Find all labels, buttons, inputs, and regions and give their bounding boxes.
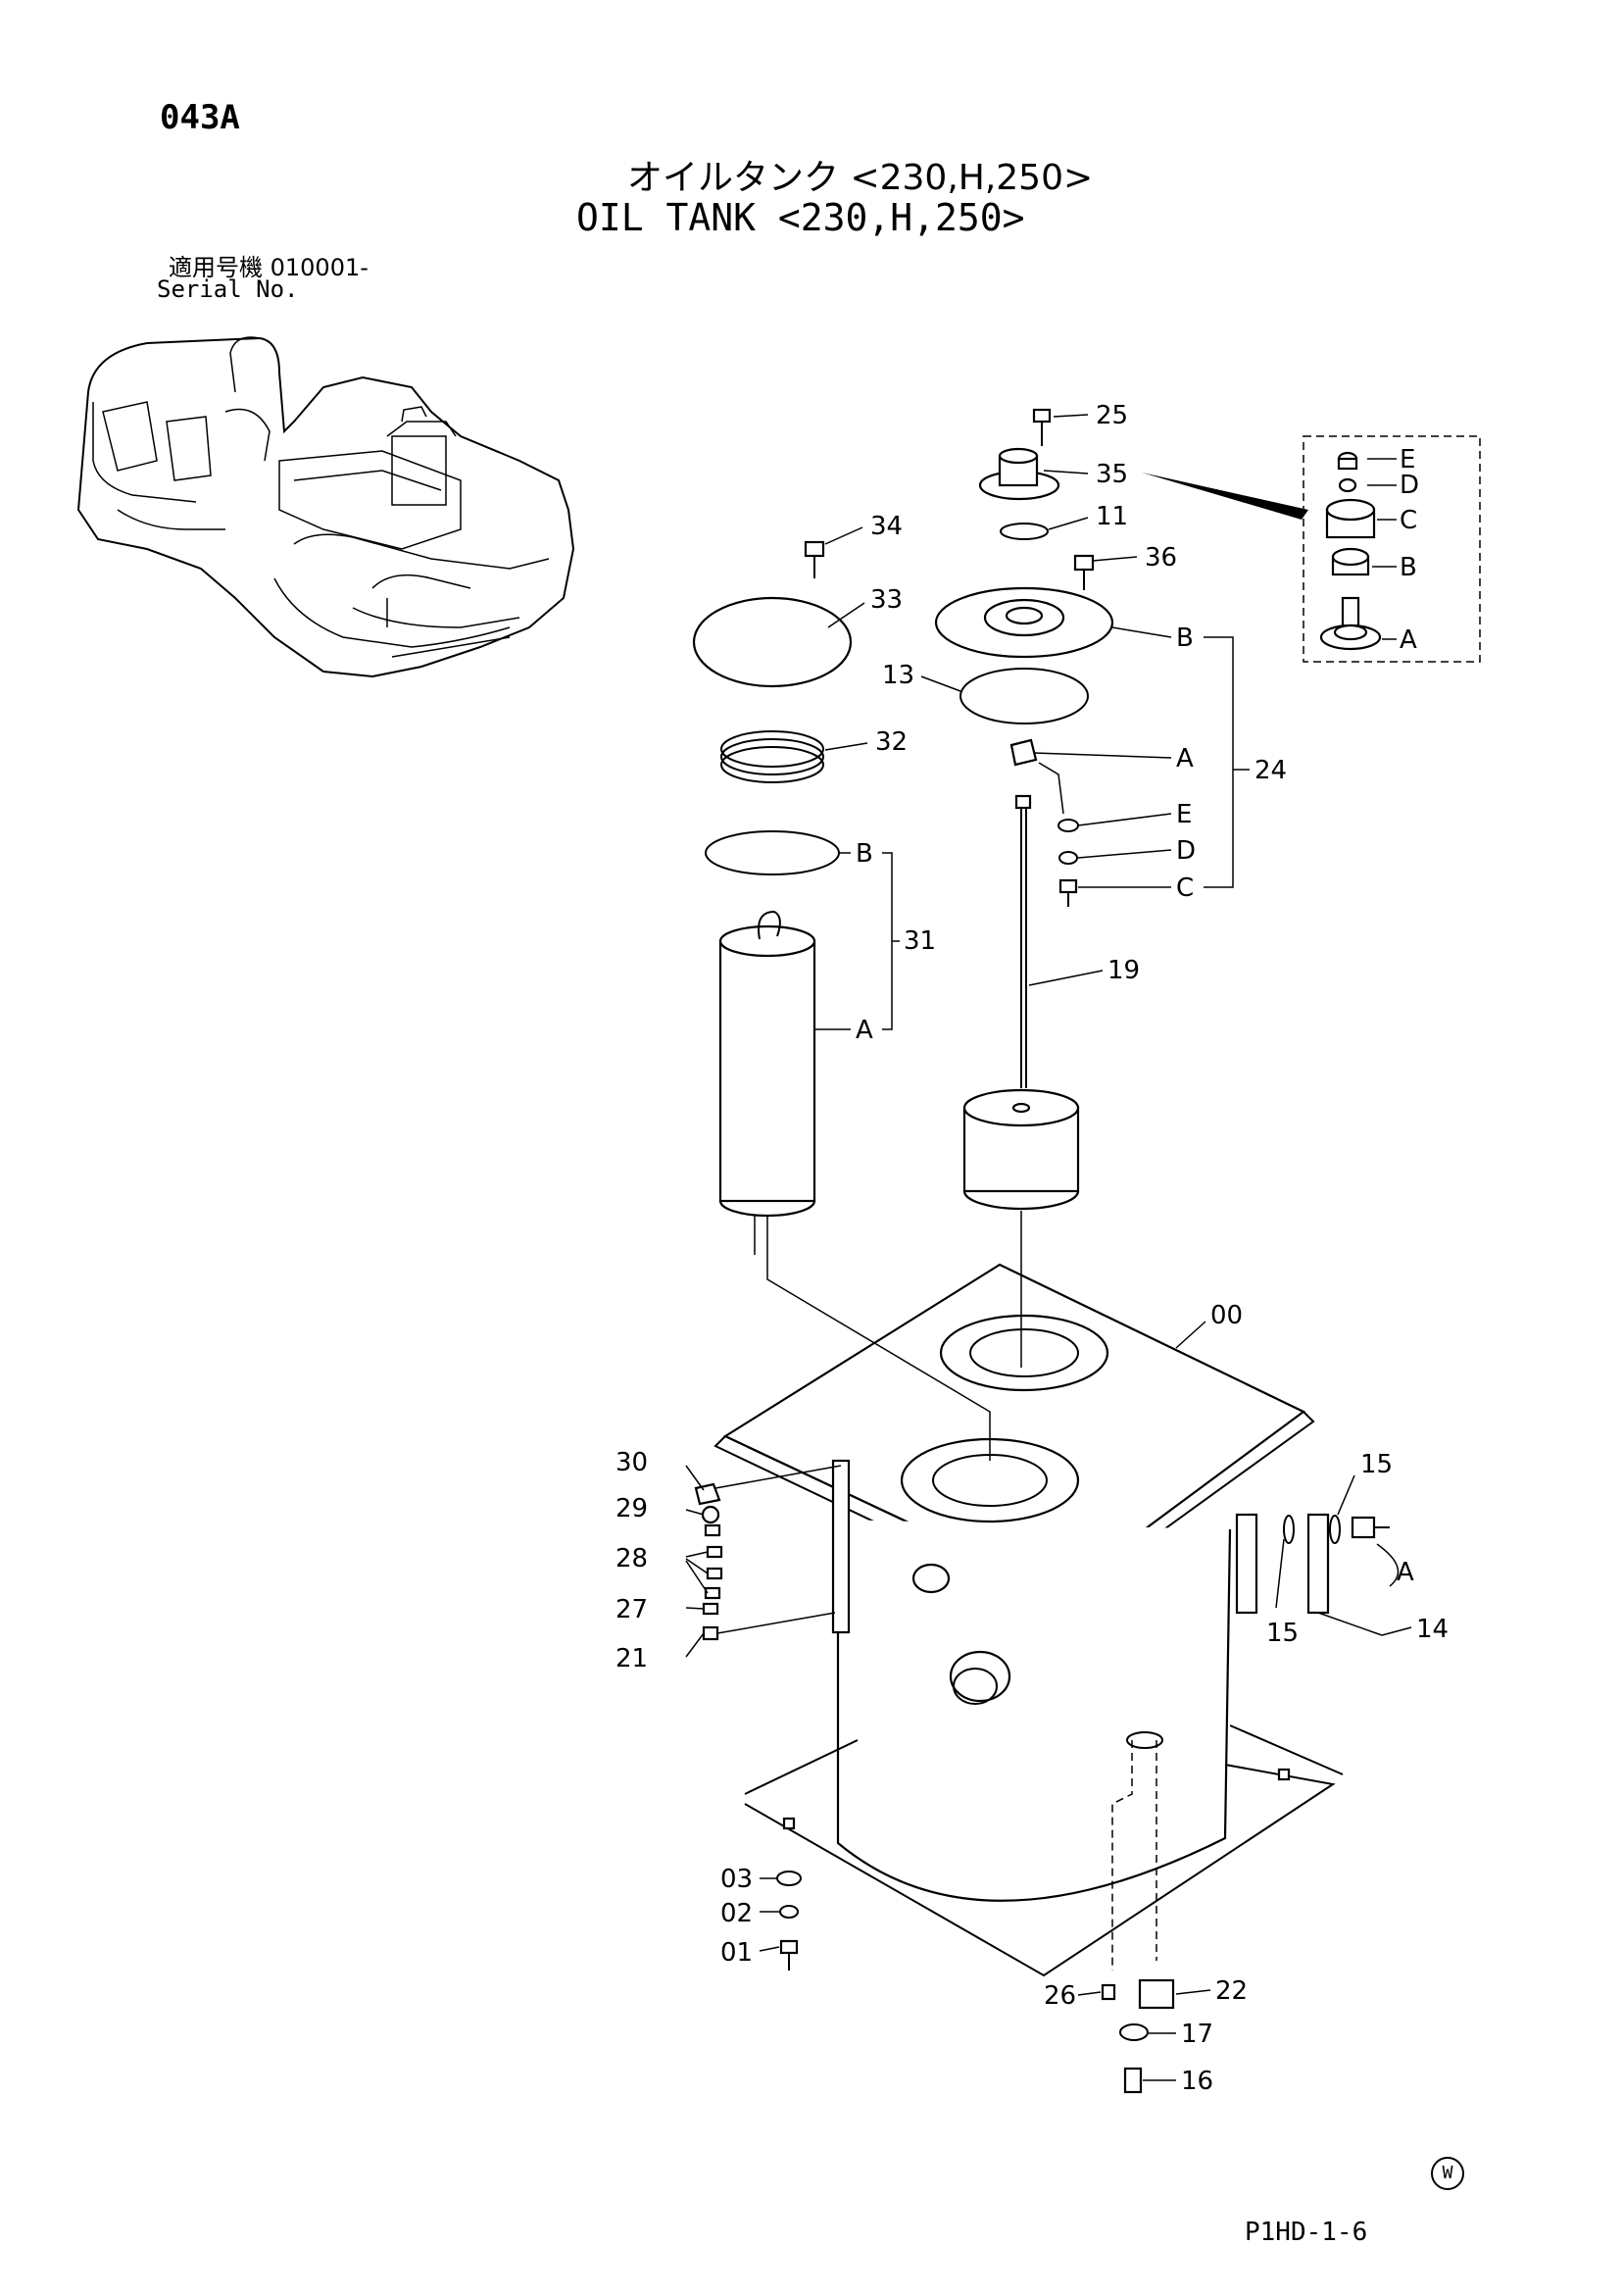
footer-code: P1HD-1-6 <box>1245 2218 1368 2247</box>
callout-14-a: A <box>1397 1558 1414 1587</box>
oil-tank <box>713 1211 1390 1977</box>
callout-01: 01 <box>720 1938 753 1968</box>
callout-16: 16 <box>1181 2067 1213 2096</box>
callout-28: 28 <box>615 1544 648 1573</box>
callout-29: 29 <box>615 1494 648 1523</box>
callout-27: 27 <box>615 1595 648 1624</box>
detail-label-d: D <box>1400 471 1419 500</box>
callout-15-lower: 15 <box>1266 1619 1299 1648</box>
detail-label-e: E <box>1400 445 1415 474</box>
callout-15-upper: 15 <box>1360 1450 1393 1479</box>
callout-13: 13 <box>882 661 914 690</box>
callout-24-c: C <box>1176 873 1194 903</box>
fittings <box>694 1482 802 1971</box>
filter-assembly <box>692 540 853 1255</box>
callout-32: 32 <box>875 727 908 757</box>
callout-11: 11 <box>1096 502 1128 531</box>
detail-box-labels: E D C B A <box>1367 445 1419 655</box>
callout-14: 14 <box>1416 1615 1449 1644</box>
callout-labels: 25 35 11 36 34 33 13 32 B 31 A B A E D C… <box>615 401 1449 2096</box>
callout-24-d: D <box>1176 836 1196 866</box>
drain-parts <box>1101 1978 1175 2094</box>
callout-22: 22 <box>1215 1976 1248 2006</box>
callout-19: 19 <box>1107 956 1140 985</box>
callout-24-b: B <box>1176 624 1194 653</box>
excavator-illustration <box>76 336 575 678</box>
callout-31-a: A <box>856 1016 873 1045</box>
callout-36: 36 <box>1145 543 1177 573</box>
callout-25: 25 <box>1096 401 1128 430</box>
callout-24: 24 <box>1254 756 1287 785</box>
callout-24-e: E <box>1176 800 1192 829</box>
detail-label-b: B <box>1400 553 1417 582</box>
callout-26: 26 <box>1044 1981 1076 2011</box>
w-circle-mark: W <box>1431 2157 1464 2190</box>
callout-03: 03 <box>720 1865 753 1894</box>
callout-30: 30 <box>615 1448 648 1477</box>
callout-17: 17 <box>1181 2020 1213 2049</box>
breather-assembly <box>934 408 1114 1211</box>
callout-33: 33 <box>870 585 903 615</box>
leader-lines <box>685 414 1412 2081</box>
callout-31-b: B <box>856 839 873 869</box>
detail-label-a: A <box>1400 625 1417 655</box>
callout-02: 02 <box>720 1899 753 1928</box>
detail-label-c: C <box>1400 506 1417 535</box>
title-japanese: オイルタンク <230,H,250> <box>627 158 1094 198</box>
callout-21: 21 <box>615 1644 648 1673</box>
title-english: OIL TANK <230,H,250> <box>576 196 1025 239</box>
serial-label-japanese: 適用号機 010001- <box>169 254 369 281</box>
callout-35: 35 <box>1096 460 1128 489</box>
callout-34: 34 <box>870 512 903 541</box>
callout-31: 31 <box>904 926 936 956</box>
callout-24-a: A <box>1176 744 1194 774</box>
callout-00: 00 <box>1210 1301 1243 1330</box>
serial-label-english: Serial No. <box>157 275 299 303</box>
detail-box <box>1142 435 1481 663</box>
page-code: 043A <box>160 98 240 137</box>
